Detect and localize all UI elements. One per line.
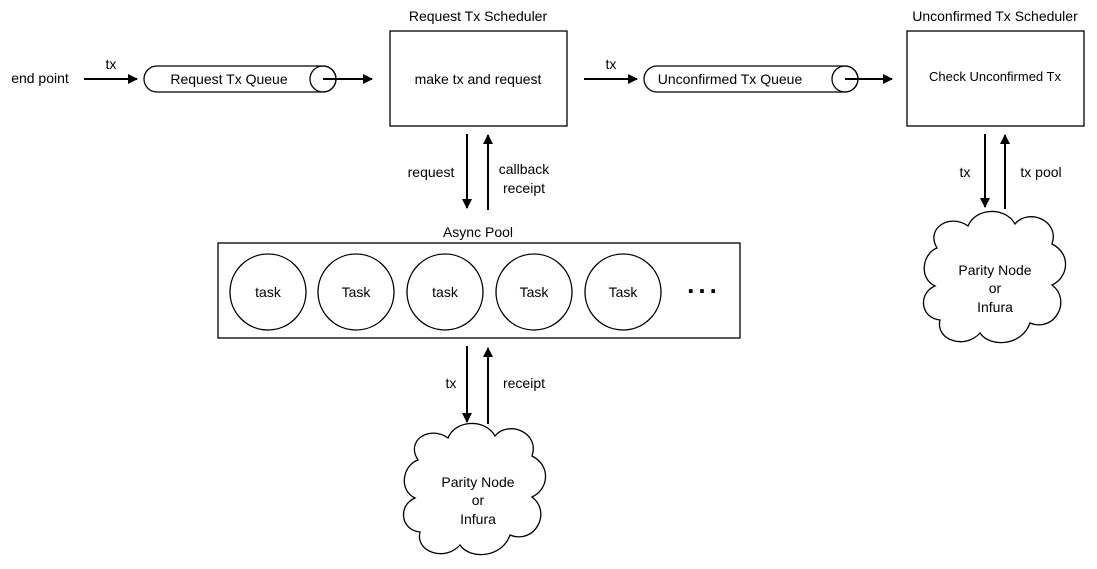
task-circle: task <box>229 253 307 331</box>
node-right-line2: or <box>989 280 1002 296</box>
unconfirmed-scheduler-box <box>906 30 1085 127</box>
task-label: Task <box>520 284 550 300</box>
tx-right-label: tx <box>960 164 971 180</box>
node-right-line1: Parity Node <box>958 262 1031 278</box>
task-circle: Task <box>317 253 395 331</box>
task-label: task <box>255 284 282 300</box>
unconfirmed-tx-queue-label: Unconfirmed Tx Queue <box>658 71 803 87</box>
task-circle: Task <box>584 253 662 331</box>
task-label: Task <box>609 284 639 300</box>
node-bottom-line2: or <box>472 492 485 508</box>
tx-in-label: tx <box>106 56 117 72</box>
tx-pool-label: tx pool <box>1020 164 1061 180</box>
task-label: Task <box>342 284 372 300</box>
request-label: request <box>408 164 455 180</box>
request-scheduler-title: Request Tx Scheduler <box>409 8 548 24</box>
unconfirmed-scheduler-body: Check Unconfirmed Tx <box>929 69 1061 84</box>
request-scheduler-box <box>389 30 568 127</box>
task-circle: Task <box>495 253 573 331</box>
ellipsis: ... <box>687 269 721 299</box>
tx-down-label: tx <box>446 375 457 391</box>
tx-mid-label: tx <box>606 56 617 72</box>
request-tx-queue: Request Tx Queue <box>143 65 337 93</box>
async-pool-title: Async Pool <box>443 224 513 240</box>
unconfirmed-tx-queue: Unconfirmed Tx Queue <box>643 65 859 93</box>
cloud-node-bottom: Parity Node or Infura <box>402 422 547 556</box>
endpoint-label: end point <box>11 70 69 86</box>
request-scheduler-body: make tx and request <box>415 71 542 87</box>
node-bottom-line1: Parity Node <box>441 474 514 490</box>
node-bottom-line3: Infura <box>460 511 496 527</box>
callback-label: callback <box>499 161 551 177</box>
cloud-node-right: Parity Node or Infura <box>922 210 1067 344</box>
unconfirmed-scheduler-title: Unconfirmed Tx Scheduler <box>912 8 1078 24</box>
receipt-label: receipt <box>503 375 545 391</box>
callback-receipt-label: receipt <box>503 180 545 196</box>
task-label: task <box>432 284 459 300</box>
node-right-line3: Infura <box>977 299 1013 315</box>
request-tx-queue-label: Request Tx Queue <box>170 71 287 87</box>
task-circle: task <box>406 253 484 331</box>
